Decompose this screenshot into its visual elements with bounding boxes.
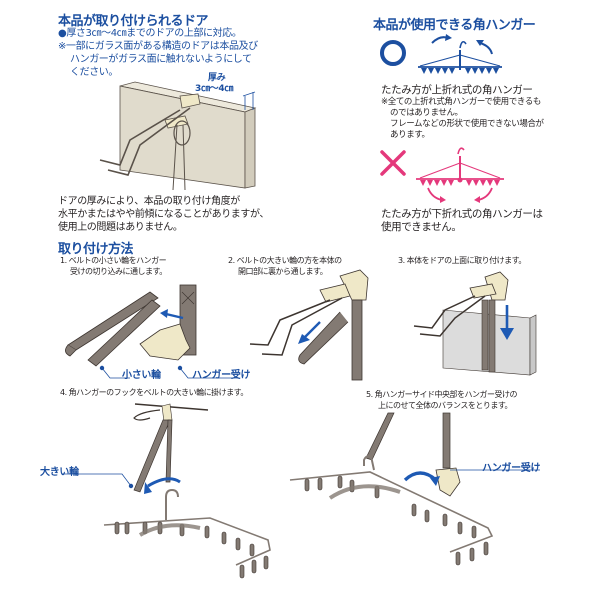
glass-door-note-3: ください。 xyxy=(70,67,118,78)
angle-note-2: 水平かまたはやや前傾になることがありますが、 xyxy=(58,209,269,220)
ok-hanger-note-4: あります。 xyxy=(390,130,430,140)
hanger-receiver-label-step5: ハンガー受け xyxy=(482,463,541,474)
step-5-text-2: 上にのせて全体のバランスをとります。 xyxy=(378,401,513,410)
large-loop-label: 大きい輪 xyxy=(40,467,79,478)
ng-hanger-caption-2: 使用できません。 xyxy=(381,221,462,233)
angle-note-3: 使用上の問題はありません。 xyxy=(58,222,183,233)
thickness-label: 厚み xyxy=(208,73,226,83)
step-2-text-2: 開口部に裏から通します。 xyxy=(238,267,328,276)
ok-hanger-note-2: のではありません。 xyxy=(390,108,463,118)
ok-hanger-note-1: ※全ての上折れ式角ハンガーで使用できるも xyxy=(381,97,541,107)
step-1-text-2: 受けの切り込みに通します。 xyxy=(70,267,167,276)
small-loop-label: 小さい輪 xyxy=(122,370,161,381)
step-3-text-1: 3. 本体をドアの上面に取り付けます。 xyxy=(398,256,526,265)
angle-note-1: ドアの厚みにより、本品の取り付け角度が xyxy=(58,196,240,207)
cross-ng-icon xyxy=(380,150,406,176)
install-section-title: 取り付け方法 xyxy=(58,242,134,257)
glass-door-note-2: ハンガーがガラス面に触れないようにして xyxy=(70,54,252,65)
step-1-text-1: 1. ベルトの小さい輪をハンガー xyxy=(60,256,167,265)
ok-hanger-note-3: フレームなどの形状で使用できない場合が xyxy=(390,119,544,129)
step-4-text-1: 4. 角ハンガーのフックをベルトの大きい輪に掛けます。 xyxy=(60,388,248,397)
door-section-title: 本品が取り付けられるドア xyxy=(58,14,209,29)
ng-hanger-caption-1: たたみ方が下折れ式の角ハンガーは xyxy=(381,208,543,220)
glass-door-note-1: ※一部にガラス面がある構造のドアは本品及び xyxy=(58,41,258,52)
hanger-section-title: 本品が使用できる角ハンガー xyxy=(373,18,536,33)
step-2-text-1: 2. ベルトの大きい輪の方を本体の xyxy=(228,256,342,265)
ok-hanger-caption: たたみ方が上折れ式の角ハンガー xyxy=(381,84,533,96)
door-thickness-bullet: ●厚さ3㎝～4㎝までのドアの上部に対応。 xyxy=(58,28,242,39)
thickness-value: 3㎝～4㎝ xyxy=(195,84,234,94)
step-5-text-1: 5. 角ハンガーサイド中央部をハンガー受けの xyxy=(366,390,518,399)
hanger-receiver-label: ハンガー受け xyxy=(192,370,251,381)
circle-ok-icon xyxy=(380,40,406,66)
